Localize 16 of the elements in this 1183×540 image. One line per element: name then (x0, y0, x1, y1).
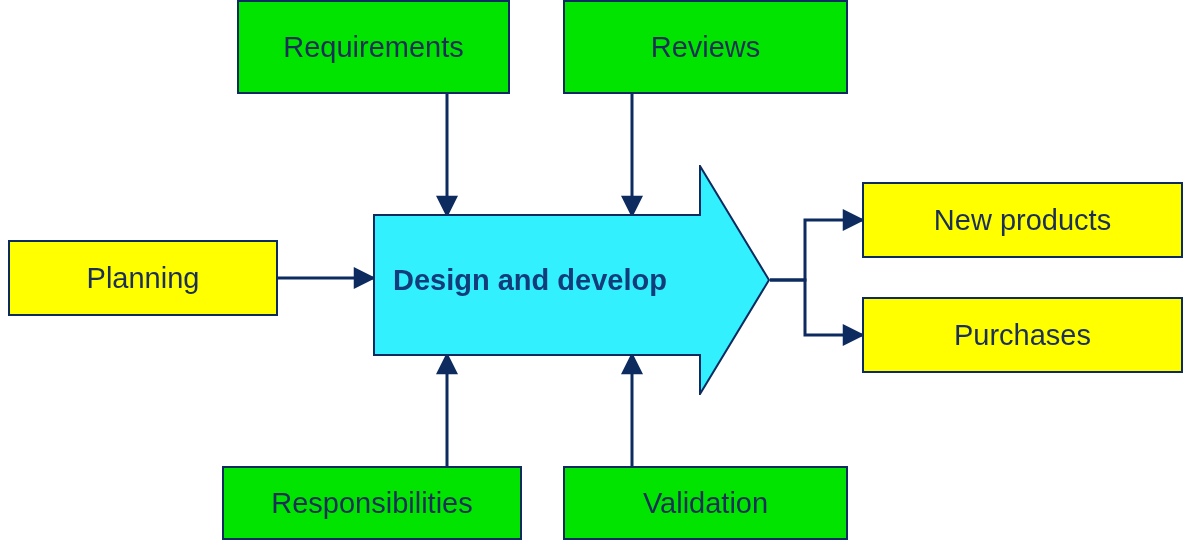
process-box (563, 466, 848, 540)
process-box (862, 297, 1183, 373)
block-arrow (373, 165, 770, 395)
process-box (237, 0, 510, 94)
node-label: Purchases (954, 318, 1091, 352)
node-label: Planning (86, 261, 200, 295)
process-box (563, 0, 848, 94)
process-box (8, 240, 278, 316)
node-label: Reviews (650, 30, 761, 64)
node-label: New products (933, 203, 1112, 237)
node-label: Requirements (283, 30, 464, 64)
process-box (222, 466, 522, 540)
node-label: Responsibilities (271, 486, 473, 520)
process-box (862, 182, 1183, 258)
node-label: Design and develop (393, 263, 667, 297)
node-label: Validation (642, 486, 769, 520)
